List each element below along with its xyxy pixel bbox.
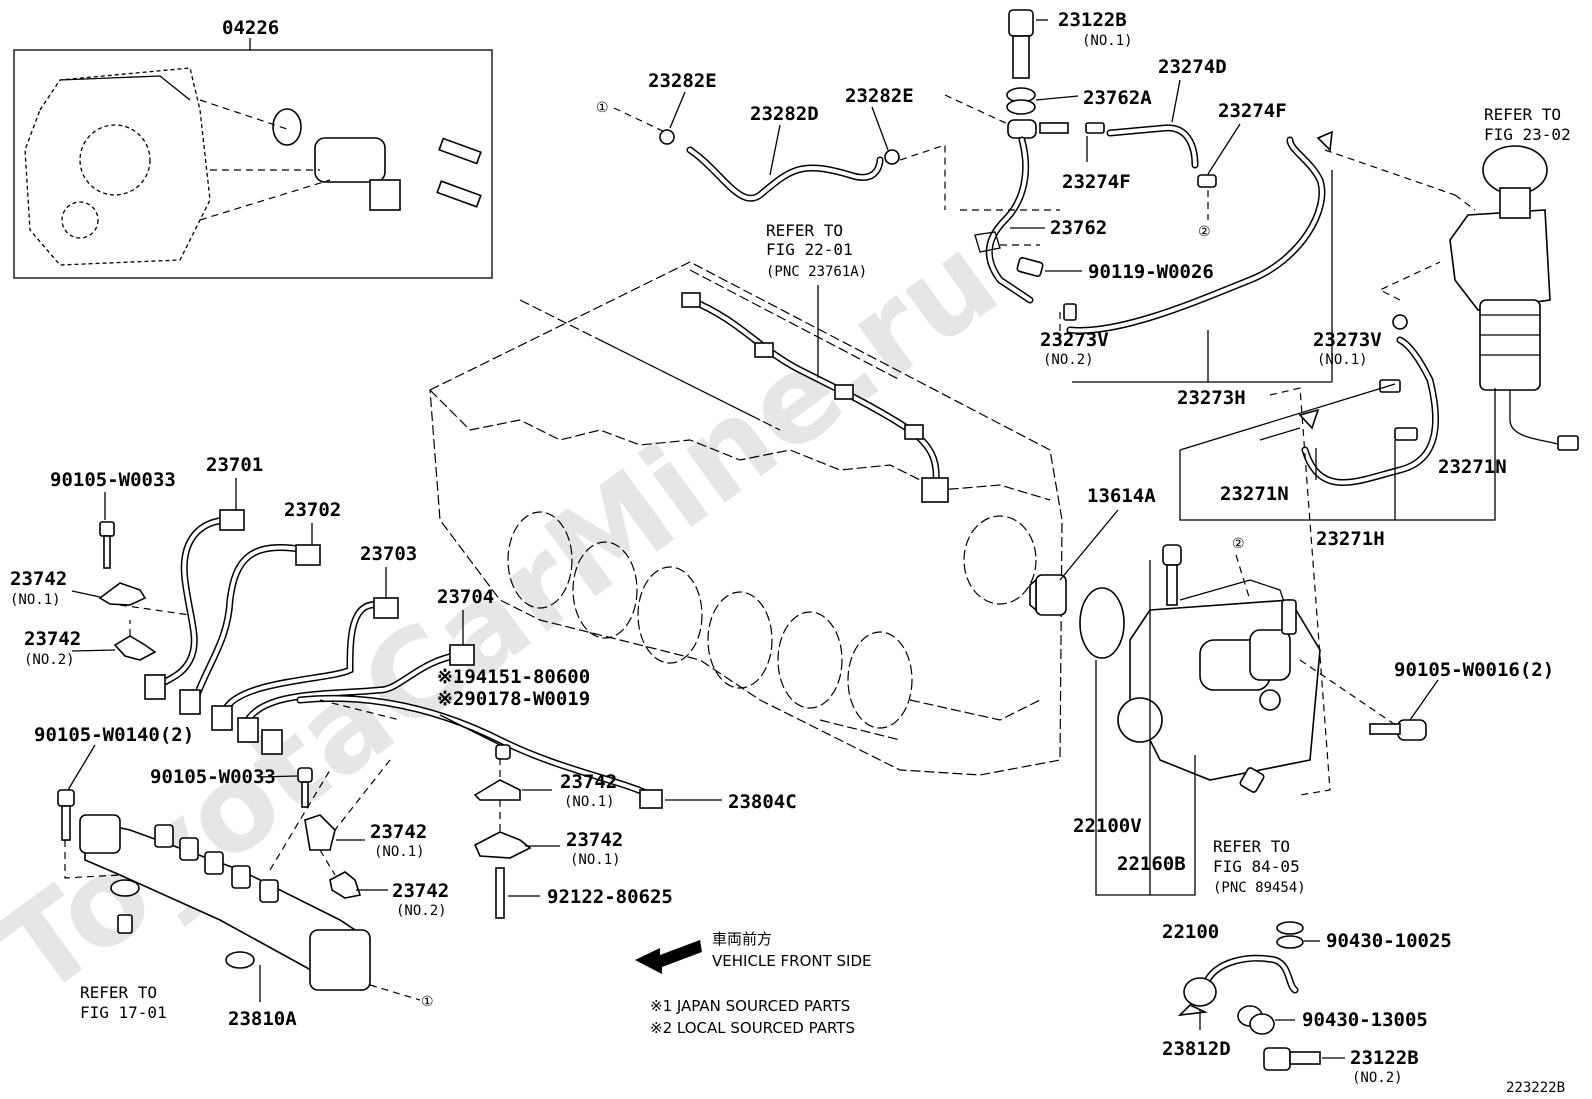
label-290178-w0019: ※290178-W0019: [437, 688, 590, 710]
label-90430-13005: 90430-13005: [1302, 1009, 1428, 1031]
watermark: ToyotaCarMine.ru: [0, 210, 1022, 1024]
label-23742-mid-b: 23742: [566, 829, 623, 851]
label-23742-no1-sub: (NO.1): [10, 592, 61, 608]
hose-23271h: [1179, 261, 1496, 796]
label-04226: 04226: [222, 17, 279, 39]
injection-pipes: [144, 478, 722, 809]
label-23271n-b: 23271N: [1438, 456, 1507, 478]
fuel-filter: [1449, 145, 1579, 451]
label-23742-mid-a: 23742: [560, 771, 617, 793]
label-23122b-no2: 23122B: [1350, 1047, 1419, 1069]
label-23742-left-a: 23742: [370, 821, 427, 843]
label-90430-10025: 90430-10025: [1326, 930, 1452, 952]
harness-23761a: [681, 285, 949, 503]
label-23742-mid-a-sub: (NO.1): [564, 794, 615, 810]
label-194151-80600: ※194151-80600: [437, 666, 590, 688]
marker-1-bottom: ①: [421, 994, 434, 1010]
label-23273v-no2-sub: (NO.2): [1043, 352, 1094, 368]
label-23762a: 23762A: [1083, 87, 1152, 109]
label-23812d: 23812D: [1162, 1038, 1231, 1060]
note-front-jp: 車両前方: [712, 930, 772, 948]
clamps-middle: [257, 699, 560, 919]
label-90105-w0016: 90105-W0016(2): [1394, 659, 1554, 681]
label-23742-mid-b-sub: (NO.1): [570, 852, 621, 868]
refer-fig-23-02-b: FIG 23-02: [1484, 125, 1571, 144]
label-13614a: 13614A: [1087, 485, 1156, 507]
marker-1-top: ①: [596, 100, 609, 116]
label-23282e-b: 23282E: [845, 85, 914, 107]
label-23122b-no1-sub: (NO.1): [1082, 33, 1133, 49]
label-23122b-no2-sub: (NO.2): [1352, 1070, 1403, 1086]
label-23273v-no1-sub: (NO.1): [1317, 352, 1368, 368]
refer-fig-84-05-a: REFER TO: [1213, 837, 1290, 856]
label-23742-no1: 23742: [10, 568, 67, 590]
refer-fig-17-01-a: REFER TO: [80, 983, 157, 1002]
hose-23282d: [613, 91, 946, 210]
refer-fig-84-05-c: (PNC 89454): [1213, 880, 1306, 896]
note-front-en: VEHICLE FRONT SIDE: [712, 952, 872, 970]
label-22100: 22100: [1162, 921, 1219, 943]
label-23271n-a: 23271N: [1220, 483, 1289, 505]
label-22160b: 22160B: [1117, 853, 1186, 875]
marker-2-pump: ②: [1232, 536, 1245, 552]
label-23282e-a: 23282E: [648, 70, 717, 92]
label-23742-no2-sub: (NO.2): [24, 652, 75, 668]
refer-fig-23-02-a: REFER TO: [1484, 105, 1561, 124]
hose-23274d: [1106, 79, 1241, 220]
label-23273v-no1: 23273V: [1313, 329, 1382, 351]
label-23702: 23702: [284, 499, 341, 521]
label-23804c: 23804C: [728, 791, 797, 813]
marker-2-top: ②: [1198, 224, 1211, 240]
label-23742-left-b-sub: (NO.2): [396, 903, 447, 919]
supply-pump-22100: [1079, 544, 1439, 896]
label-22100v: 22100V: [1073, 815, 1142, 837]
label-90105-w0033-b: 90105-W0033: [150, 766, 276, 788]
label-23703: 23703: [360, 543, 417, 565]
label-23762: 23762: [1050, 217, 1107, 239]
label-23742-left-a-sub: (NO.1): [374, 844, 425, 860]
common-rail-23810a: [57, 744, 421, 1002]
figure-id: 223222B: [1506, 1080, 1565, 1096]
pipe-23812d-group: [1177, 921, 1345, 1071]
label-23701: 23701: [206, 454, 263, 476]
label-90105-w0033-a: 90105-W0033: [50, 469, 176, 491]
label-23274f-a: 23274F: [1218, 100, 1287, 122]
label-23810a: 23810A: [228, 1008, 297, 1030]
hose-23273h: [1059, 130, 1456, 383]
label-92122-80625: 92122-80625: [547, 886, 673, 908]
pipe-23762-group: [944, 9, 1105, 304]
label-90105-w0140: 90105-W0140(2): [34, 724, 194, 746]
note-japan-sourced: ※1 JAPAN SOURCED PARTS: [650, 997, 850, 1015]
label-23122b-no1: 23122B: [1058, 9, 1127, 31]
label-23742-left-b: 23742: [392, 880, 449, 902]
clamps-left: [71, 492, 191, 661]
engine-block: [429, 261, 1063, 776]
front-arrow: [635, 940, 702, 974]
label-23274d: 23274D: [1158, 56, 1227, 78]
label-23742-no2: 23742: [24, 628, 81, 650]
refer-fig-22-01-c: (PNC 23761A): [766, 264, 867, 280]
label-23704: 23704: [437, 586, 494, 608]
note-local-sourced: ※2 LOCAL SOURCED PARTS: [650, 1019, 855, 1037]
refer-fig-22-01-b: FIG 22-01: [766, 240, 853, 259]
label-23274f-b: 23274F: [1062, 171, 1131, 193]
label-90119-w0026: 90119-W0026: [1088, 261, 1214, 283]
kit-04226: [13, 38, 493, 279]
label-23282d: 23282D: [750, 103, 819, 125]
refer-fig-17-01-b: FIG 17-01: [80, 1003, 167, 1022]
label-23273v-no2: 23273V: [1040, 329, 1109, 351]
refer-fig-22-01-a: REFER TO: [766, 221, 843, 240]
label-23273h: 23273H: [1177, 387, 1246, 409]
label-23271h: 23271H: [1316, 528, 1385, 550]
refer-fig-84-05-b: FIG 84-05: [1213, 857, 1300, 876]
part-13614a: [1029, 509, 1119, 616]
